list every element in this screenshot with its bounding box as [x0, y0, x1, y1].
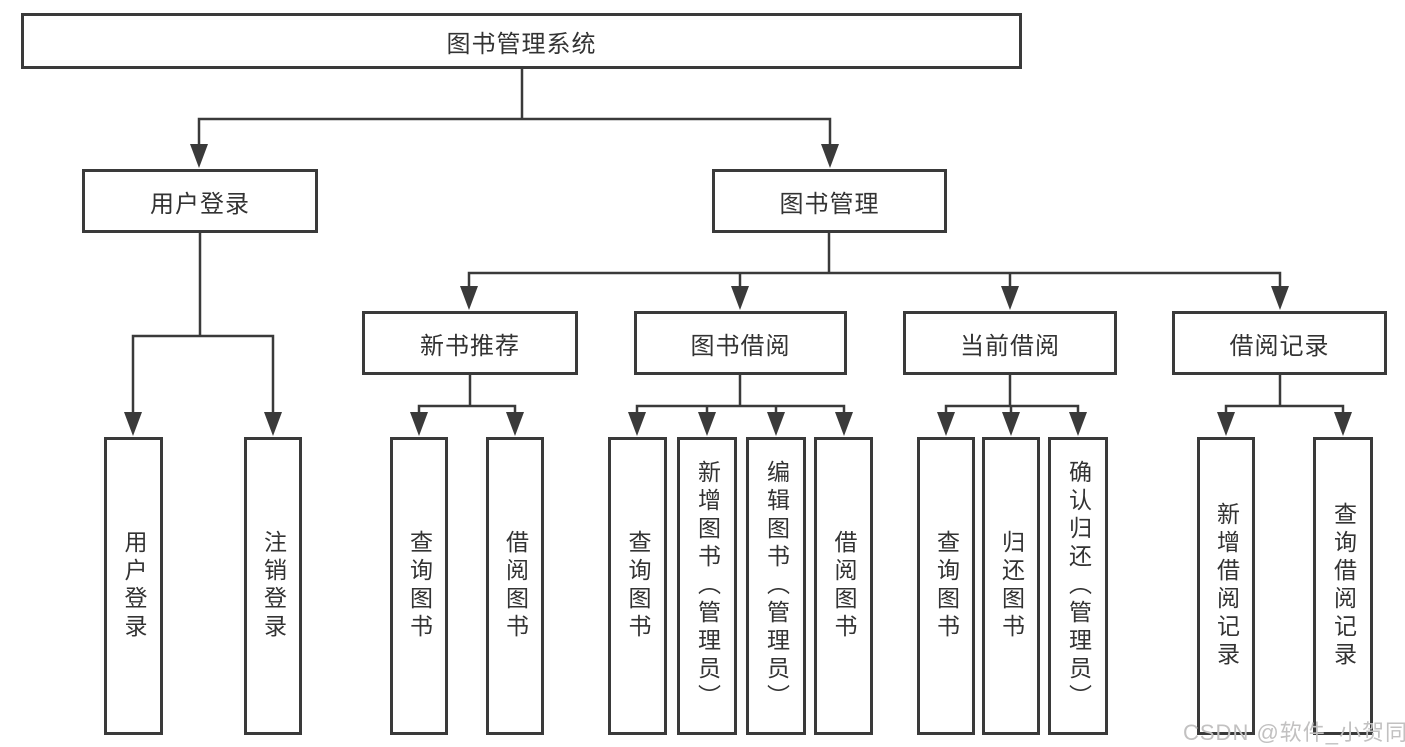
node-book-management: 图书管理: [712, 169, 947, 233]
node-borrow-records-label: 借阅记录: [1229, 332, 1330, 360]
leaf-borrow-books-recommend-label: 借阅图书: [502, 530, 529, 642]
node-current-borrow-label: 当前借阅: [960, 332, 1060, 360]
leaf-add-books-admin: 新增图书（管理员）: [677, 437, 737, 735]
leaf-add-borrow-record-label: 新增借阅记录: [1213, 502, 1240, 670]
leaf-query-books-borrow-label: 查询图书: [625, 530, 651, 642]
leaf-return-books-label: 归还图书: [998, 530, 1025, 642]
leaf-edit-books-admin: 编辑图书（管理员）: [746, 437, 806, 735]
csdn-watermark: CSDN @软件_小贺同学: [1183, 720, 1405, 745]
leaf-query-books-borrow: 查询图书: [608, 437, 667, 735]
leaf-user-login: 用户登录: [104, 437, 163, 735]
leaf-query-books-recommend-label: 查询图书: [406, 530, 433, 642]
leaf-query-books-current: 查询图书: [917, 437, 975, 735]
leaf-borrow-books-label: 借阅图书: [831, 530, 857, 642]
leaf-logout-label: 注销登录: [260, 530, 287, 642]
node-new-book-recommend-label: 新书推荐: [420, 332, 520, 360]
node-user-login: 用户登录: [82, 169, 318, 233]
leaf-confirm-return-admin-label: 确认归还（管理员）: [1065, 460, 1092, 712]
leaf-borrow-books-recommend: 借阅图书: [486, 437, 544, 735]
node-book-management-label: 图书管理: [779, 190, 880, 218]
node-current-borrow: 当前借阅: [903, 311, 1117, 375]
node-root-label: 图书管理系统: [446, 30, 597, 58]
leaf-logout: 注销登录: [244, 437, 302, 735]
arrowhead-icons: [124, 144, 1352, 436]
leaf-query-borrow-record-label: 查询借阅记录: [1330, 502, 1357, 670]
node-new-book-recommend: 新书推荐: [362, 311, 578, 375]
node-root: 图书管理系统: [21, 13, 1022, 69]
leaf-query-borrow-record: 查询借阅记录: [1313, 437, 1373, 735]
leaf-query-books-current-label: 查询图书: [933, 530, 960, 642]
leaf-confirm-return-admin: 确认归还（管理员）: [1048, 437, 1108, 735]
leaf-add-borrow-record: 新增借阅记录: [1197, 437, 1255, 735]
node-user-login-label: 用户登录: [150, 190, 250, 218]
node-book-borrow: 图书借阅: [634, 311, 847, 375]
node-borrow-records: 借阅记录: [1172, 311, 1387, 375]
leaf-borrow-books: 借阅图书: [814, 437, 873, 735]
leaf-user-login-label: 用户登录: [121, 530, 147, 642]
leaf-edit-books-admin-label: 编辑图书（管理员）: [763, 460, 790, 712]
leaf-return-books: 归还图书: [982, 437, 1040, 735]
leaf-add-books-admin-label: 新增图书（管理员）: [694, 460, 721, 712]
node-book-borrow-label: 图书借阅: [690, 332, 791, 360]
leaf-query-books-recommend: 查询图书: [390, 437, 448, 735]
